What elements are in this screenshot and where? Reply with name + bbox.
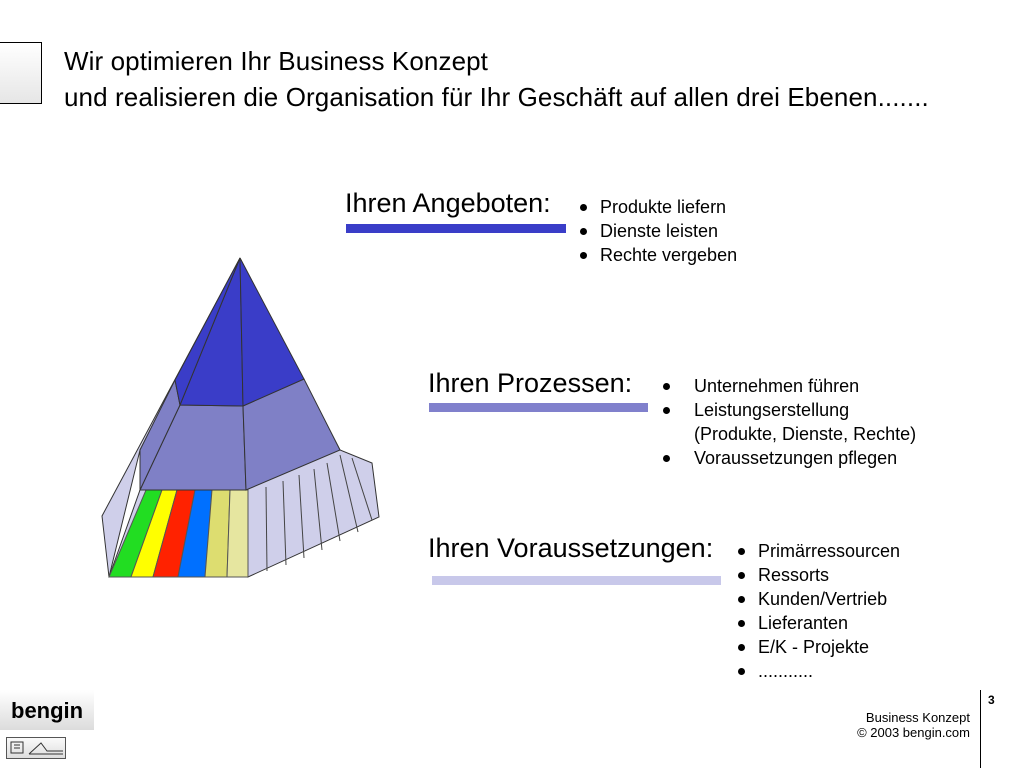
list-item: Primärressourcen [737, 539, 900, 563]
pyramid-top-right-face [239, 257, 305, 407]
pyramid-graphic [101, 257, 380, 578]
pyramid-stripe [226, 489, 249, 578]
pyramid-base-facets [265, 454, 373, 572]
bar-voraussetzungen [432, 576, 721, 585]
navigation-icon [10, 741, 63, 755]
list-item: Kunden/Vertrieb [737, 587, 900, 611]
pyramid-top-side-face [174, 257, 241, 407]
heading-prozesse: Ihren Prozessen: [428, 368, 633, 398]
bar-angebote [346, 224, 566, 233]
list-angebote: Produkte liefern Dienste leisten Rechte … [580, 195, 737, 267]
list-item: Rechte vergeben [580, 243, 737, 267]
list-item: (Produkte, Dienste, Rechte) [694, 424, 917, 444]
footer-copyright: © 2003 bengin.com [857, 725, 970, 740]
heading-voraussetzungen: Ihren Voraussetzungen: [428, 533, 714, 563]
list-prozesse: Unternehmen führen Leistungserstellung (… [662, 374, 916, 470]
footer-divider [980, 690, 981, 768]
list-item: Produkte liefern [580, 195, 737, 219]
corner-decoration [0, 42, 42, 104]
list-item: Voraussetzungen pflegen [662, 446, 916, 470]
pyramid-top-left-face [179, 257, 244, 407]
heading-angebote: Ihren Angeboten: [345, 188, 551, 218]
title-line-2: und realisieren die Organisation für Ihr… [64, 82, 929, 112]
list-item: Lieferanten [737, 611, 900, 635]
footer-title: Business Konzept [865, 710, 970, 725]
list-voraussetzungen: Primärressourcen Ressorts Kunden/Vertrie… [737, 539, 900, 683]
pyramid-color-stripes [108, 489, 249, 578]
logo-background [0, 690, 94, 730]
title-line-1: Wir optimieren Ihr Business Konzept [64, 46, 489, 76]
navigation-button[interactable] [6, 737, 66, 759]
logo: bengin [11, 698, 84, 723]
list-item: Dienste leisten [580, 219, 737, 243]
list-item: Ressorts [737, 563, 900, 587]
list-item: Leistungserstellung [662, 398, 916, 422]
bar-prozesse [429, 403, 648, 412]
page-number: 3 [988, 693, 995, 707]
list-item: E/K - Projekte [737, 635, 900, 659]
list-item: Unternehmen führen [662, 374, 916, 398]
list-item: ........... [737, 659, 900, 683]
